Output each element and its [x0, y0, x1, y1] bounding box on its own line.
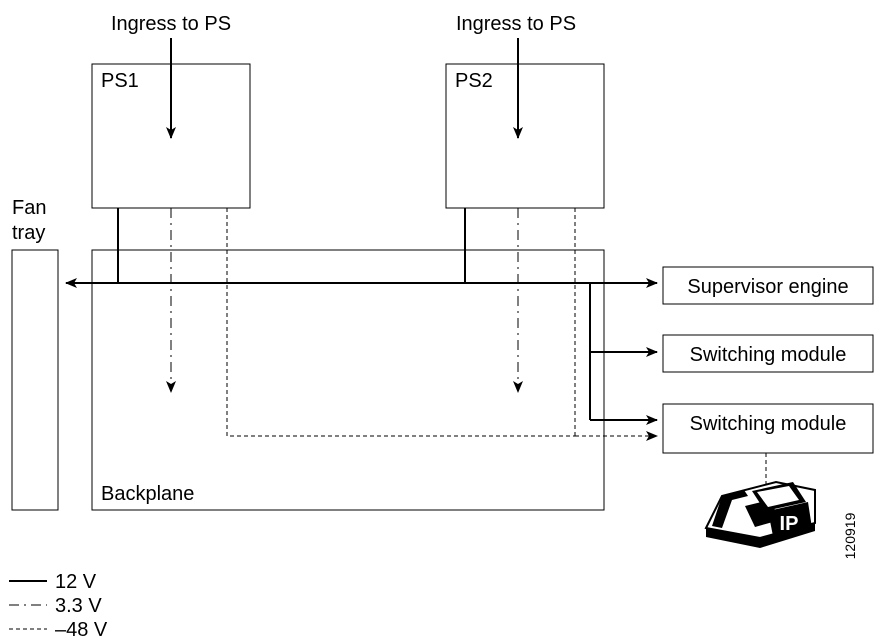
- legend-label-12v: 12 V: [55, 571, 97, 593]
- backplane-box: [91, 249, 605, 511]
- ps2-label: PS2: [455, 70, 493, 92]
- ip-phone-label: IP: [780, 513, 799, 535]
- switching-module-1-box: [662, 334, 874, 373]
- switching-module-2-label: Switching module: [690, 413, 847, 435]
- ps1-ingress-label: Ingress to PS: [111, 13, 231, 35]
- figure-id: 120919: [842, 512, 858, 559]
- ps1-label: PS1: [101, 70, 139, 92]
- switching-module-1-label: Switching module: [690, 344, 847, 366]
- fan-tray-label-line2: tray: [12, 222, 45, 244]
- fan-tray-box: [11, 249, 59, 511]
- ps2-ingress-label: Ingress to PS: [456, 13, 576, 35]
- backplane-label: Backplane: [101, 483, 194, 505]
- switching-module-2-box: [662, 403, 874, 454]
- supervisor-engine-box: [662, 266, 874, 305]
- ps1-48v-line: [226, 208, 575, 437]
- legend: 12 V 3.3 V –48 V: [9, 571, 108, 639]
- ps2-box: [445, 63, 605, 209]
- legend-label-48v: –48 V: [55, 619, 108, 639]
- ip-phone-icon: IP: [704, 480, 816, 548]
- supervisor-engine-label: Supervisor engine: [687, 276, 848, 298]
- legend-label-3v3: 3.3 V: [55, 595, 102, 617]
- fan-tray-label-line1: Fan: [12, 197, 46, 219]
